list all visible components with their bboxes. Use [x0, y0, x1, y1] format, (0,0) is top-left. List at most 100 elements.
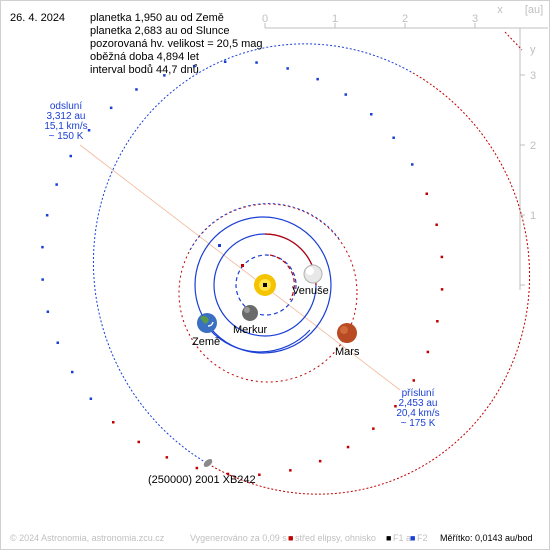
- orbit-dot: [412, 379, 415, 382]
- mars-orbit-blue-arc: [189, 203, 341, 251]
- orbit-dot: [289, 469, 292, 472]
- orbit-dot: [316, 77, 319, 81]
- mars-icon: [337, 323, 357, 343]
- earth-icon: [197, 313, 217, 333]
- perihelion-title: přísluní: [401, 388, 435, 399]
- orbit-dot: [435, 223, 438, 226]
- orbit-dot: [223, 60, 227, 63]
- orbit-dot: [411, 163, 414, 166]
- footer-legend-f2: F2: [417, 533, 428, 543]
- info-interval: interval bodů 44,7 dnů: [90, 64, 199, 76]
- orbit-dot: [192, 64, 196, 68]
- y-tick-label: 3: [530, 70, 536, 82]
- apsis-line: [79, 144, 401, 391]
- venus-icon: [303, 264, 323, 284]
- x-tick-label: 0: [262, 13, 268, 25]
- orbit-dot: [41, 278, 44, 281]
- info-period: oběžná doba 4,894 let: [90, 51, 199, 63]
- mercury-orbit: [235, 254, 297, 316]
- aphelion-temperature: ~ 150 K: [48, 131, 84, 142]
- x-tick-label: 3: [472, 13, 478, 25]
- orbit-dot: [440, 288, 444, 291]
- footer-legend-center: střed elipsy, ohnisko: [295, 533, 376, 543]
- earth-orbit-lower: [209, 329, 311, 353]
- mars-orbit-far: [178, 203, 358, 383]
- asteroid-orbit-tail: [504, 31, 523, 51]
- orbit-dot: [425, 192, 428, 195]
- legend-center-marker: ■: [288, 533, 294, 543]
- earth-label: Země: [192, 336, 221, 348]
- mercury-label: Merkur: [233, 324, 268, 336]
- y-axis-unit: y: [530, 44, 536, 56]
- orbit-dot: [195, 466, 199, 470]
- orbit-dot: [370, 113, 373, 116]
- mercury-orbit-red: [269, 254, 295, 301]
- focus-f2-mark: [218, 244, 221, 247]
- asteroid-icon: [203, 459, 213, 467]
- info-earth-distance: planetka 1,950 au od Země: [90, 12, 224, 24]
- orbit-position-dots: [41, 60, 444, 476]
- footer-copyright: © 2024 Astronomia, astronomia.zcu.cz: [10, 533, 165, 543]
- orbit-dot: [318, 459, 322, 463]
- x-tick-label: 1: [332, 13, 338, 25]
- perihelion-temperature: ~ 175 K: [400, 418, 436, 429]
- mars-label: Mars: [335, 346, 360, 358]
- perihelion-distance: 2,453 au: [398, 398, 438, 409]
- orbit-dot: [89, 397, 93, 400]
- ellipse-center-mark: [241, 264, 244, 267]
- perihelion-speed: 20,4 km/s: [396, 408, 440, 419]
- orbit-dot: [372, 427, 375, 430]
- orbit-dot: [394, 405, 397, 408]
- orbit-dot: [45, 214, 49, 217]
- orbit-dot: [112, 421, 115, 424]
- x-axis: 0 1 2 3 x [au]: [262, 4, 548, 29]
- asteroid-orbit-near: [209, 72, 531, 495]
- orbit-dot: [71, 370, 74, 374]
- orbit-dot: [69, 154, 72, 158]
- orbit-dot: [163, 74, 166, 77]
- aphelion-title: odsluní: [49, 101, 83, 112]
- sun-icon: [254, 274, 276, 296]
- orbit-dot: [55, 183, 58, 186]
- y-tick-label: 1: [530, 210, 536, 222]
- footer-legend-f1: F1 a: [393, 533, 412, 543]
- y-axis: 3 2 1 y: [519, 28, 536, 290]
- legend-f2-marker: ■: [410, 533, 416, 543]
- footer-generated: Vygenerováno za 0,09 s: [190, 533, 287, 543]
- x-tick-label: 2: [402, 13, 408, 25]
- footer-scale: Měřítko: 0,0143 au/bod: [440, 533, 533, 543]
- earth-orbit: [194, 216, 332, 354]
- y-tick-label: 2: [530, 140, 536, 152]
- date-label: 26. 4. 2024: [10, 12, 66, 24]
- x-axis-unit: x: [497, 4, 503, 16]
- perihelion-label: přísluní 2,453 au 20,4 km/s ~ 175 K: [390, 389, 446, 429]
- orbit-dot: [87, 129, 91, 132]
- asteroid-orbit-far: [92, 43, 414, 466]
- orbit-dot: [426, 350, 430, 354]
- aphelion-distance: 3,312 au: [46, 111, 86, 122]
- orbit-dot: [56, 341, 59, 344]
- orbit-dot: [226, 472, 230, 476]
- info-sun-distance: planetka 2,683 au od Slunce: [90, 25, 230, 37]
- orbit-dot: [258, 473, 261, 476]
- orbit-dot: [165, 456, 169, 459]
- aphelion-label: odsluní 3,312 au 15,1 km/s ~ 150 K: [38, 102, 94, 142]
- orbit-dot: [255, 61, 258, 64]
- orbit-dot: [41, 245, 44, 249]
- legend-f1-marker: ■: [386, 533, 392, 543]
- info-magnitude: pozorovaná hv. velikost = 20,5 mag: [90, 38, 263, 50]
- orbit-dot: [440, 255, 444, 259]
- orbit-dot: [436, 320, 439, 323]
- aphelion-speed: 15,1 km/s: [44, 121, 88, 132]
- orbit-dot: [392, 136, 395, 139]
- orbit-dot: [109, 106, 113, 110]
- venus-label: Venuše: [292, 285, 329, 297]
- mercury-icon: [242, 305, 258, 321]
- orbit-dot: [135, 88, 138, 91]
- orbit-dot: [137, 440, 140, 444]
- orbit-dot: [344, 93, 347, 96]
- orbit-dot: [46, 310, 50, 313]
